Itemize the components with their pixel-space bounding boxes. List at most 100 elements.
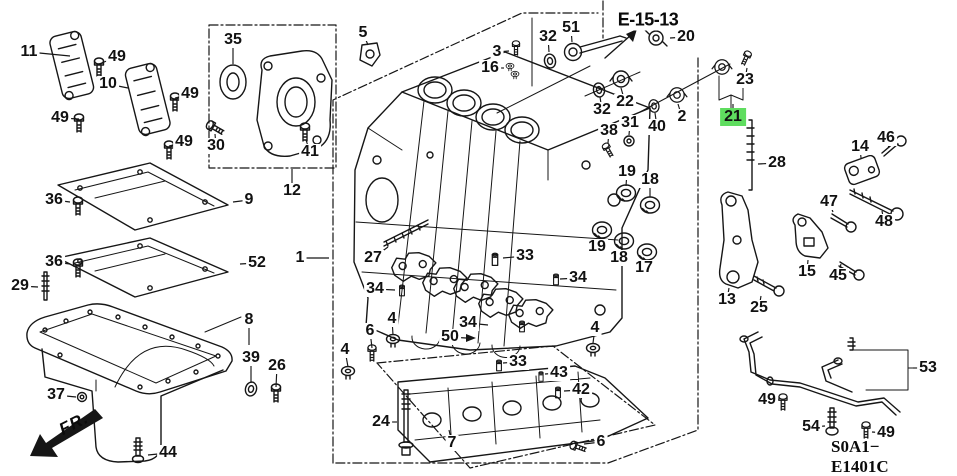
part-label-19: 19 [616, 163, 638, 180]
part-label-34: 34 [364, 280, 386, 297]
part-label-33: 33 [514, 247, 536, 264]
part-label-47: 47 [818, 193, 840, 210]
baffle-plate-52 [57, 237, 229, 298]
part-label-52: 52 [246, 254, 268, 271]
bolt-44 [131, 437, 145, 464]
bracket-10 [124, 62, 171, 137]
part-label-18: 18 [608, 249, 630, 266]
arrow-50 [466, 334, 476, 342]
part-label-51: 51 [560, 19, 582, 36]
part-label-20: 20 [675, 28, 697, 45]
part-label-41: 41 [299, 143, 321, 160]
part-label-34: 34 [457, 314, 479, 331]
part-label-14: 14 [849, 138, 871, 155]
part-label-49: 49 [875, 424, 897, 441]
part-label-7: 7 [445, 434, 459, 451]
sensor-5 [359, 42, 381, 67]
fr-arrow-icon [30, 409, 103, 457]
part-label-17: 17 [633, 259, 655, 276]
part-label-40: 40 [646, 118, 668, 135]
bolt-54 [825, 407, 839, 436]
baffle-plate-9 [57, 162, 229, 231]
boundary-lines [208, 0, 699, 469]
part-label-12: 12 [281, 182, 303, 199]
part-label-21-highlighted: 21 [720, 108, 746, 126]
part-label-35: 35 [222, 31, 244, 48]
part-label-15: 15 [796, 263, 818, 280]
part-label-54: 54 [800, 418, 822, 435]
bracket-14 [843, 154, 881, 186]
part-label-13: 13 [716, 291, 738, 308]
part-label-39: 39 [240, 349, 262, 366]
part-label-50: 50 [439, 328, 461, 345]
pump-cover-12 [256, 50, 333, 157]
part-label-11: 11 [18, 43, 40, 60]
sensor-20 [644, 29, 668, 47]
oil-seal-35 [219, 64, 247, 100]
oil-pipes-53 [739, 331, 909, 416]
part-label-29: 29 [9, 277, 31, 294]
part-label-34: 34 [567, 269, 589, 286]
part-label-6: 6 [594, 433, 608, 450]
part-label-1: 1 [293, 249, 307, 266]
part-label-4: 4 [385, 310, 399, 327]
sensor-51 [563, 35, 627, 62]
part-label-27: 27 [362, 249, 384, 266]
bracket-11 [49, 30, 95, 101]
part-label-49: 49 [106, 48, 128, 65]
part-label-8: 8 [242, 311, 256, 328]
stud-29 [41, 271, 50, 301]
bolt-24 [398, 389, 414, 456]
part-label-49: 49 [756, 391, 778, 408]
part-label-43: 43 [548, 364, 570, 381]
part-label-45: 45 [827, 267, 849, 284]
drain-plug-37 [76, 391, 88, 403]
part-label-49: 49 [173, 133, 195, 150]
part-label-36: 36 [43, 191, 65, 208]
part-label-32: 32 [537, 28, 559, 45]
bracket-15 [792, 213, 829, 259]
part-label-37: 37 [45, 386, 67, 403]
part-label-53: 53 [917, 359, 939, 376]
part-label-42: 42 [570, 381, 592, 398]
nut-31 [623, 135, 635, 147]
part-label-31: 31 [619, 114, 641, 131]
bolt-25 [753, 275, 785, 297]
group-brackets [204, 75, 915, 369]
part-label-2: 2 [675, 108, 689, 125]
part-label-36: 36 [43, 253, 65, 270]
cylinder-block [353, 51, 651, 358]
part-label-24: 24 [370, 413, 392, 430]
part-label-44: 44 [157, 444, 179, 461]
part-label-9: 9 [242, 191, 256, 208]
fr-direction-label: FR. [55, 408, 92, 439]
part-label-25: 25 [748, 299, 770, 316]
part-label-26: 26 [266, 357, 288, 374]
reference-label-e-15-13[interactable]: E-15-13 [615, 9, 681, 31]
bracket-13 [718, 119, 759, 289]
stud-27 [383, 219, 429, 247]
part-label-38: 38 [598, 122, 620, 139]
part-label-33: 33 [507, 353, 529, 370]
part-label-5: 5 [356, 24, 370, 41]
part-label-3: 3 [490, 43, 504, 60]
part-label-4: 4 [588, 319, 602, 336]
bolt-47 [830, 213, 857, 233]
part-label-28: 28 [766, 154, 788, 171]
part-label-30: 30 [205, 137, 227, 154]
part-label-22: 22 [614, 93, 636, 110]
part-label-16: 16 [479, 59, 501, 76]
diagram-code: S0A1− E1401C [831, 437, 889, 476]
part-label-10: 10 [97, 75, 119, 92]
part-label-6: 6 [363, 322, 377, 339]
part-label-23: 23 [734, 71, 756, 88]
part-label-32: 32 [591, 101, 613, 118]
part-label-18: 18 [639, 171, 661, 188]
e15-arrow [604, 29, 637, 59]
part-label-46: 46 [875, 129, 897, 146]
part-label-48: 48 [873, 213, 895, 230]
part-label-4: 4 [338, 341, 352, 358]
part-label-49: 49 [179, 85, 201, 102]
part-label-49: 49 [49, 109, 71, 126]
